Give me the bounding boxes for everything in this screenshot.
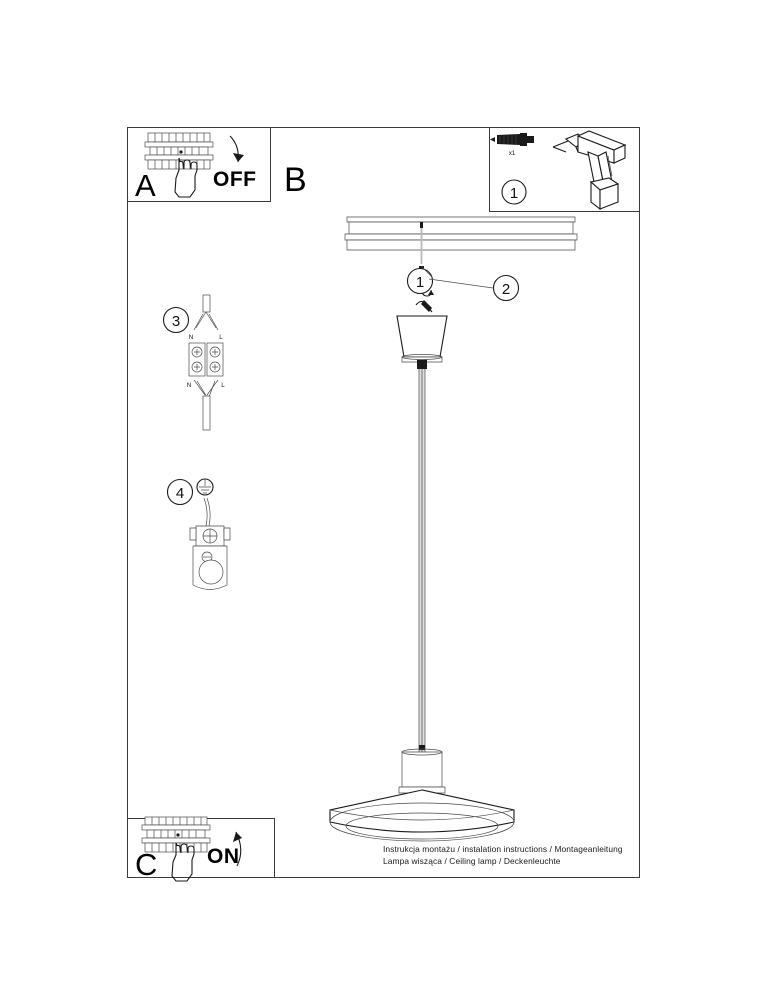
panel-a-state-label: OFF xyxy=(213,168,257,191)
svg-text:2: 2 xyxy=(502,281,510,298)
step-4-badge: 4 xyxy=(166,478,194,506)
panel-c-state-label: ON xyxy=(207,845,240,868)
terminal-label-n-bottom: N xyxy=(187,382,191,389)
flared-shade xyxy=(329,789,515,842)
step-3-badge: 3 xyxy=(162,306,190,334)
terminal-block-wiring: N L N L xyxy=(187,294,225,431)
panel-a-letter: A xyxy=(135,168,156,203)
canopy-cone xyxy=(396,300,448,363)
panel-c-letter: C xyxy=(135,847,158,882)
terminal-label-l-top: L xyxy=(219,334,223,341)
caption-line-1: Instrukcja montażu / instalation instruc… xyxy=(383,844,623,854)
suspension-cable xyxy=(417,360,427,752)
svg-text:4: 4 xyxy=(176,485,184,502)
step-1-callout: 1 xyxy=(406,265,434,295)
anchor-quantity-label: x1 xyxy=(509,150,516,157)
svg-text:1: 1 xyxy=(416,274,424,291)
circuit-breaker-panel-hand-icon-on xyxy=(141,816,242,882)
earth-ground-connection xyxy=(189,497,231,590)
panel-b-letter: B xyxy=(284,161,307,199)
sheet-frame xyxy=(127,127,640,878)
circuit-breaker-panel-hand-icon xyxy=(144,132,244,198)
ceiling-slab xyxy=(344,216,578,251)
terminal-label-l-bottom: L xyxy=(221,382,225,389)
step-1-badge: 1 xyxy=(501,179,527,205)
terminal-label-n-top: N xyxy=(189,334,193,341)
step-2-callout: 2 xyxy=(428,274,520,302)
socket-housing xyxy=(398,745,446,794)
earth-ground-icon xyxy=(196,478,214,496)
svg-text:3: 3 xyxy=(172,313,180,330)
svg-text:1: 1 xyxy=(510,185,518,202)
caption-text: Instrukcja montażu / instalation instruc… xyxy=(383,843,643,868)
caption-line-2: Lampa wisząca / Ceiling lamp / Deckenleu… xyxy=(383,856,561,867)
wall-anchor-icon xyxy=(490,133,534,146)
power-drill-icon xyxy=(552,130,627,211)
